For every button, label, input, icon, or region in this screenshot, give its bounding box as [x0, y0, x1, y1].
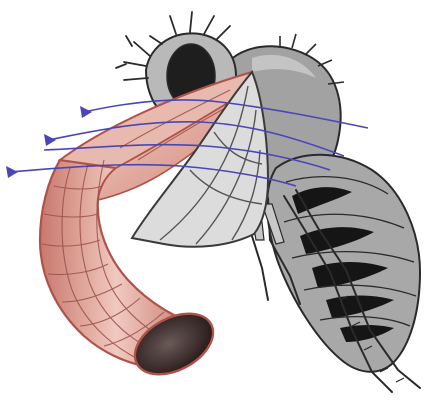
figure-canvas	[0, 0, 439, 402]
fly-vortex-illustration	[0, 0, 439, 402]
